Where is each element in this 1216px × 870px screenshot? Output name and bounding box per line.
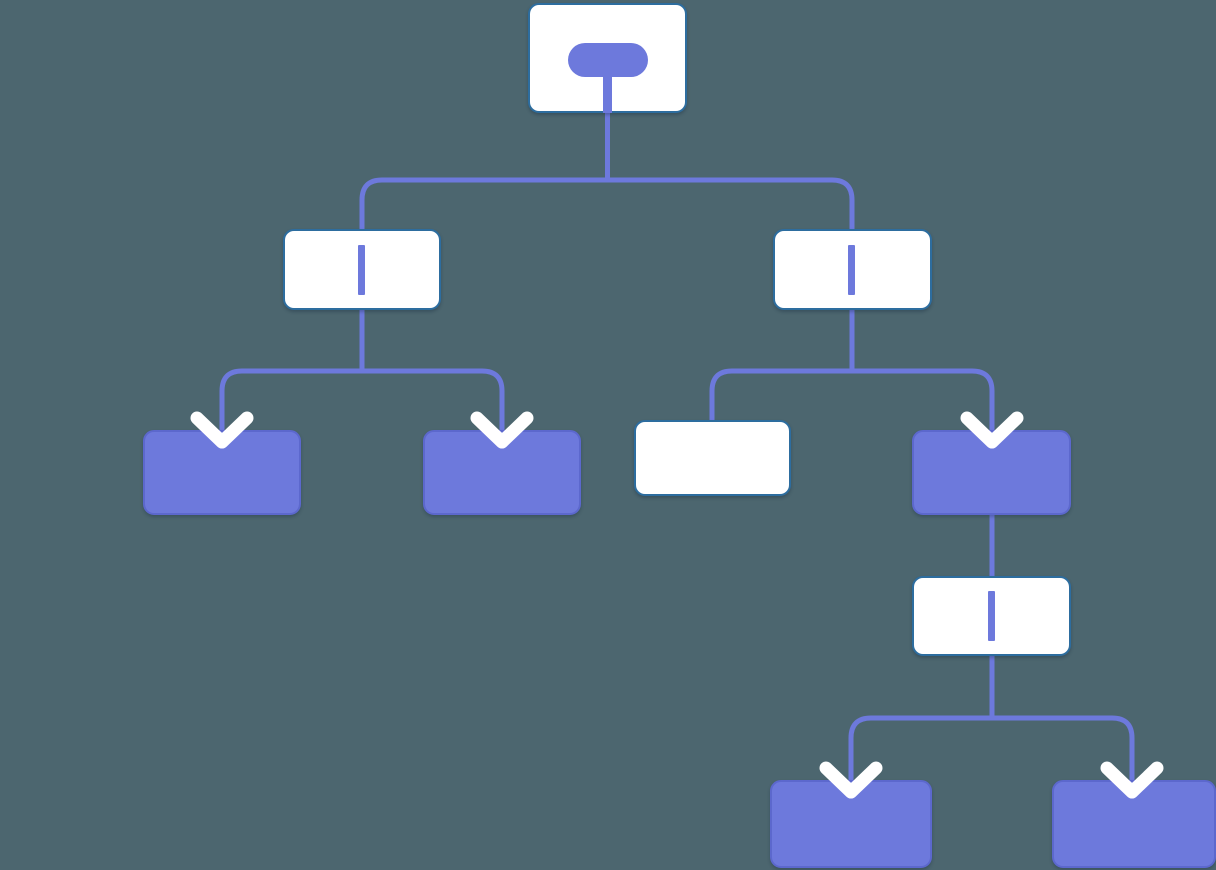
node-l3-b[interactable] bbox=[423, 430, 581, 515]
node-l3-a[interactable] bbox=[143, 430, 301, 515]
node-l5-left[interactable] bbox=[770, 780, 932, 868]
node-l3-c[interactable] bbox=[634, 420, 791, 496]
node-l3-d[interactable] bbox=[912, 430, 1071, 515]
node-l5-right[interactable] bbox=[1052, 780, 1216, 868]
node-l2-right[interactable] bbox=[773, 229, 932, 310]
node-l2-left[interactable] bbox=[283, 229, 441, 310]
node-l4[interactable] bbox=[912, 576, 1071, 656]
root-pill-badge bbox=[568, 43, 648, 77]
root-pill-stem bbox=[603, 70, 612, 113]
